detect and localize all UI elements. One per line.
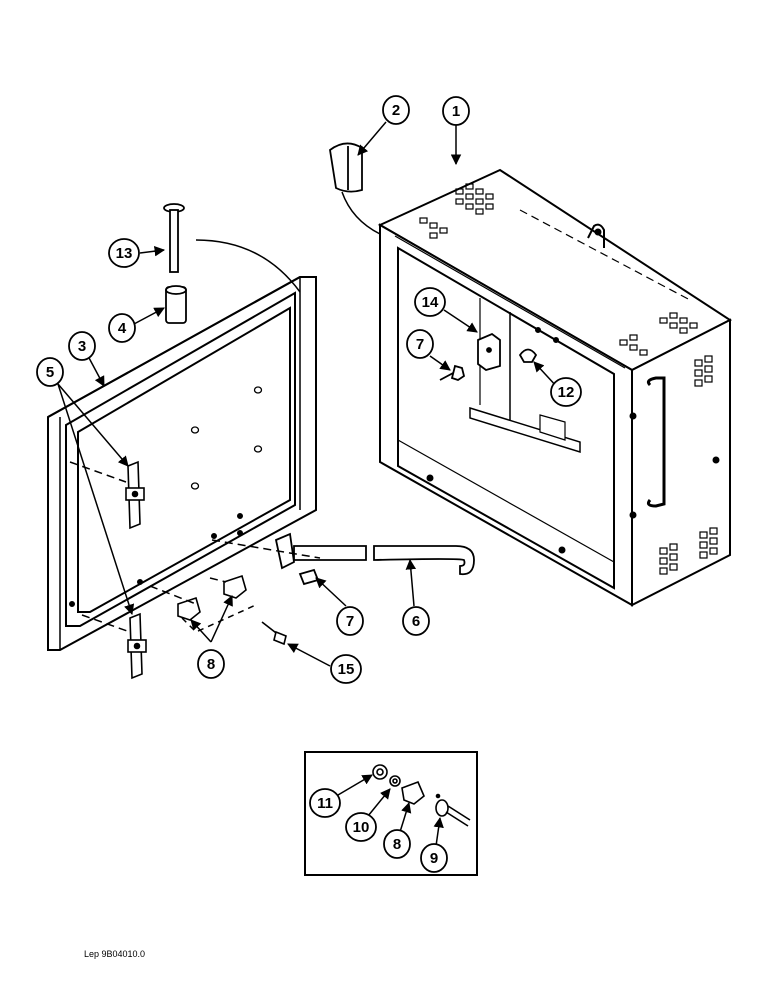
callout-3: 3 [68,331,96,361]
svg-text:15: 15 [338,661,355,678]
svg-text:9: 9 [430,850,438,867]
callout-9: 9 [420,843,448,873]
svg-text:10: 10 [353,819,370,836]
callout-4: 4 [108,313,136,343]
assembly-lines [69,191,381,633]
svg-text:8: 8 [207,656,215,673]
svg-text:11: 11 [317,795,333,812]
svg-text:8: 8 [393,836,401,853]
box-housing [377,168,732,607]
callout-5: 5 [36,357,64,387]
callout-13: 13 [108,238,140,268]
svg-text:12: 12 [558,384,575,401]
reference-code: Lep 9B04010.0 [84,949,145,959]
inner-parts [439,332,538,381]
callout-10: 10 [345,812,377,842]
latches [125,460,147,680]
svg-text:5: 5 [46,364,54,381]
svg-text:6: 6 [412,613,420,630]
callout-8: 8 [197,649,225,679]
svg-text:1: 1 [452,103,460,120]
svg-text:4: 4 [118,320,127,337]
callout-7-upper: 7 [406,329,434,359]
vent-holes [419,183,718,575]
svg-text:14: 14 [422,294,439,311]
door-catches [177,574,287,646]
svg-text:3: 3 [78,338,86,355]
callout-6: 6 [402,606,430,636]
callout-11: 11 [309,788,341,818]
svg-text:13: 13 [116,245,133,262]
callout-7-lower: 7 [336,606,364,636]
svg-text:2: 2 [392,102,400,119]
door-panel [47,276,317,651]
callout-14: 14 [414,287,446,317]
inset-parts [372,764,471,827]
callout-leaders [57,121,559,847]
callout-8-inset: 8 [383,829,411,859]
svg-text:7: 7 [346,613,354,630]
hinge-parts [163,142,363,324]
stay-rod [274,532,475,586]
callout-15: 15 [330,654,362,684]
callout-2: 2 [382,95,410,125]
svg-text:7: 7 [416,336,424,353]
callout-1: 1 [442,96,470,126]
callout-12: 12 [550,377,582,407]
